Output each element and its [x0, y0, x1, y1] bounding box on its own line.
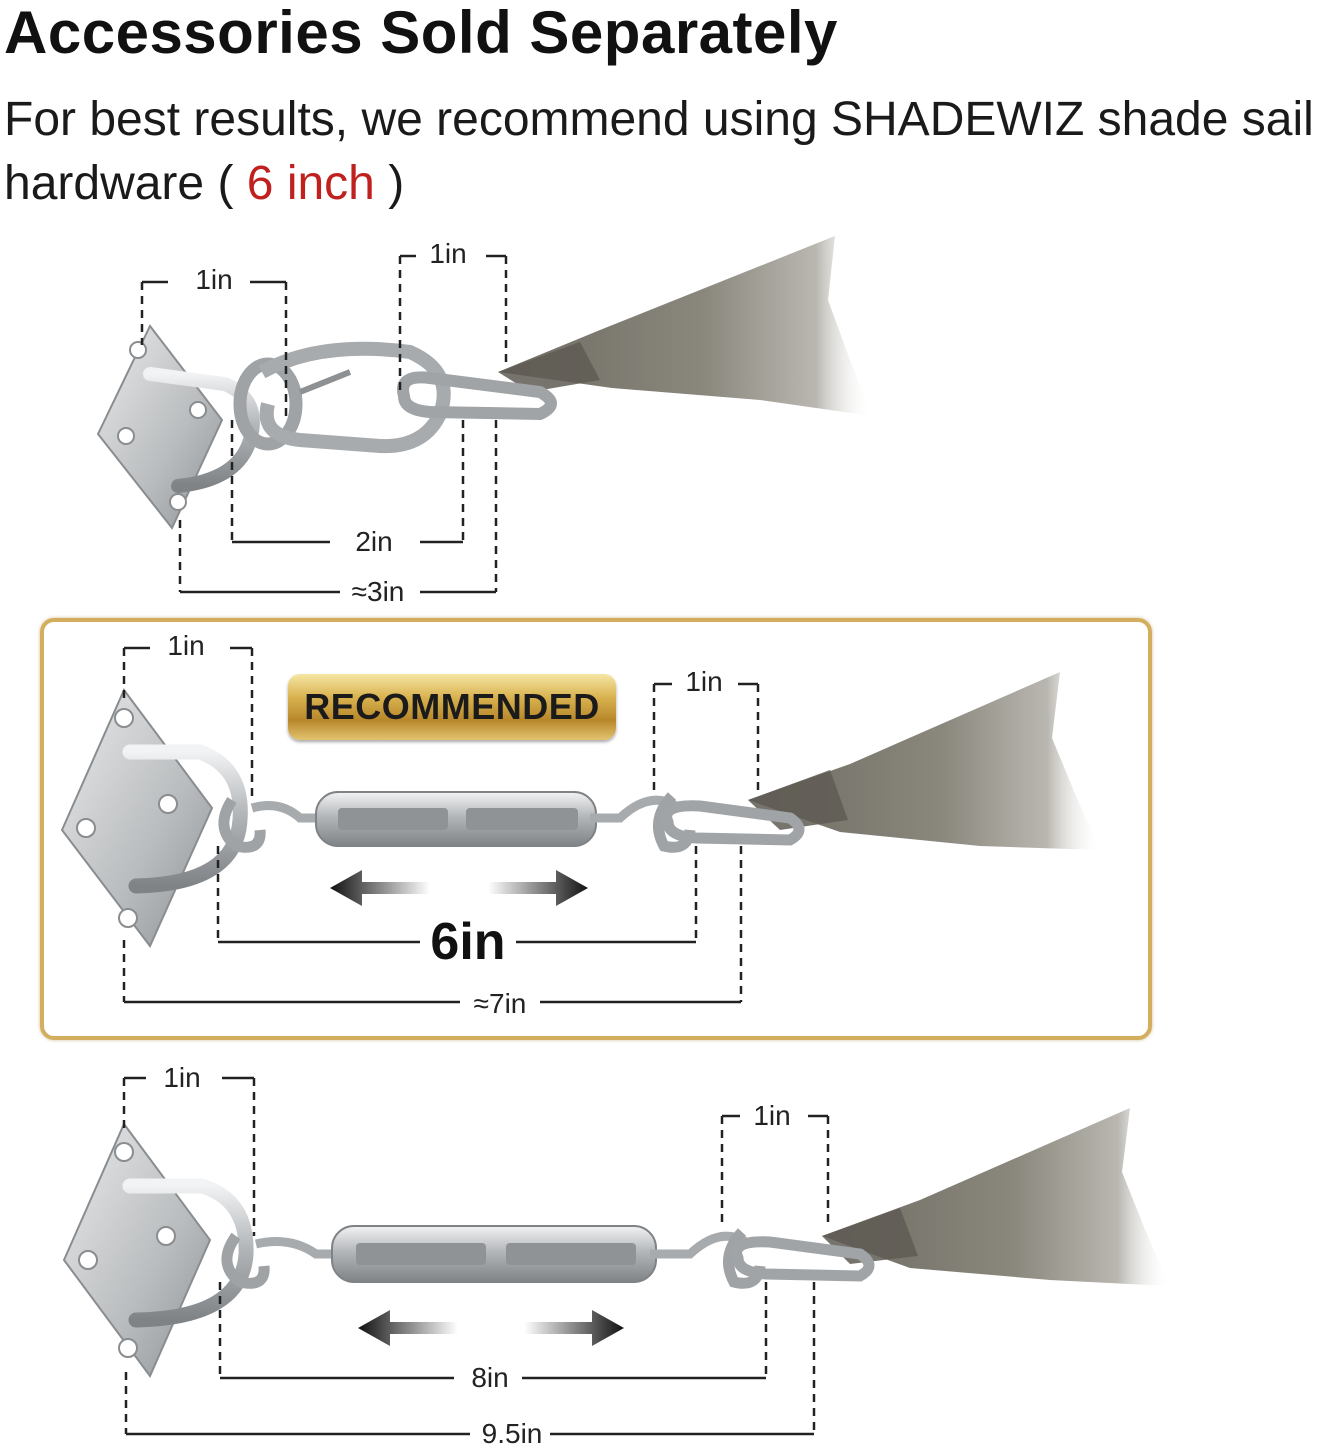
recommended-size-highlight: 6 inch — [246, 157, 375, 210]
dimension-label: 1in — [189, 264, 239, 296]
turnbuckle-hook — [254, 1237, 336, 1259]
recommended-frame — [40, 618, 1152, 1040]
carabiner — [258, 341, 451, 454]
turnbuckle-8in-kit — [62, 1076, 1170, 1436]
pad-eye-loop — [122, 744, 248, 894]
dimension-label-main: 6in — [420, 914, 516, 970]
recommended-badge-label: RECOMMENDED — [304, 686, 600, 727]
pad-eye-plate — [96, 324, 224, 530]
dimension-label: 8in — [465, 1362, 515, 1394]
dimension-label: ≈3in — [345, 576, 411, 608]
pad-eye-plate — [62, 1122, 212, 1378]
sail-reinforced-corner — [498, 342, 600, 392]
d-ring — [661, 800, 805, 846]
arrow-left-icon — [330, 870, 430, 906]
d-ring — [397, 371, 557, 421]
subtitle-text: For best results, we recommend using SHA… — [4, 93, 1314, 210]
arrow-right-icon — [488, 870, 588, 906]
dimension-label: 9.5in — [475, 1418, 549, 1450]
arrow-right-icon — [524, 1310, 624, 1346]
dimension-label: 1in — [161, 630, 211, 662]
subtitle-close: ) — [388, 157, 405, 210]
recommendation-text: For best results, we recommend using SHA… — [4, 88, 1344, 216]
arrow-left-icon — [358, 1310, 458, 1346]
carabiner-kit — [96, 236, 872, 594]
dimension-label: 1in — [157, 1062, 207, 1094]
page-title: Accessories Sold Separately — [4, 0, 838, 66]
sail-fabric-corner — [498, 236, 872, 416]
turnbuckle-6in-kit — [60, 646, 1100, 1004]
pad-eye-loop — [122, 1178, 254, 1328]
dimension-label: ≈7in — [467, 988, 533, 1020]
recommended-badge: RECOMMENDED — [288, 674, 616, 740]
dimension-label: 2in — [349, 526, 399, 558]
dimension-label: 1in — [423, 238, 473, 270]
d-ring — [731, 1236, 875, 1282]
turnbuckle-hook — [250, 801, 318, 823]
dimension-label: 1in — [747, 1100, 797, 1132]
pad-eye-plate — [60, 688, 214, 948]
dimension-label: 1in — [679, 666, 729, 698]
